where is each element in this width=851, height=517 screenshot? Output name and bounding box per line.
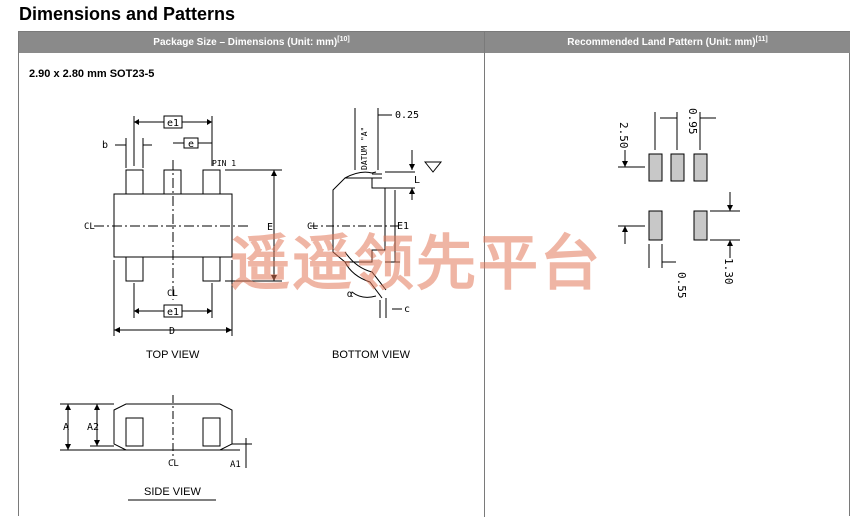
dim-label-cl-bottom: CL	[167, 289, 178, 299]
land-dim-095: 0.95	[686, 108, 699, 135]
land-dim-250: 2.50	[617, 122, 630, 149]
land-pad-1	[648, 153, 663, 182]
page-title: Dimensions and Patterns	[19, 4, 236, 24]
top-view-lead-3	[202, 169, 221, 195]
watermark: 遥遥领先平台	[230, 229, 602, 299]
dim-label-E1: E1	[397, 221, 409, 232]
package-size-header-text: Package Size – Dimensions (Unit: mm)	[153, 37, 338, 48]
dim-label-D: D	[169, 326, 175, 337]
bottom-view	[310, 108, 443, 318]
land-pattern-header-text: Recommended Land Pattern (Unit: mm)	[567, 37, 756, 48]
land-pad-5	[693, 210, 708, 241]
datum-label: DATUM "A"	[360, 127, 369, 170]
column-divider	[484, 32, 485, 517]
pin1-label: PIN 1	[212, 159, 236, 168]
top-view-lead-5	[202, 256, 221, 282]
land-pad-4	[648, 210, 663, 241]
land-dim-055: 0.55	[675, 272, 688, 299]
dimensions-table: Package Size – Dimensions (Unit: mm)[10]…	[18, 31, 850, 517]
dim-label-b: b	[102, 140, 108, 151]
land-pad-2	[670, 153, 685, 182]
top-view-lead-4	[125, 256, 144, 282]
dim-label-cl-bottom-view: CL	[307, 222, 318, 232]
dim-label-A1: A1	[230, 460, 241, 470]
package-name: 2.90 x 2.80 mm SOT23-5	[29, 68, 155, 80]
land-pad-3	[693, 153, 708, 182]
dim-label-A: A	[63, 422, 69, 433]
side-view-label: SIDE VIEW	[144, 486, 201, 498]
land-pattern-header: Recommended Land Pattern (Unit: mm)[11]	[485, 32, 850, 53]
top-view-lead-1	[125, 169, 144, 195]
dim-label-cl-left: CL	[84, 222, 95, 232]
dim-label-A2: A2	[87, 422, 99, 433]
dim-label-E: E	[267, 222, 273, 233]
package-size-header: Package Size – Dimensions (Unit: mm)[10]	[19, 32, 484, 53]
dim-label-c: c	[404, 304, 410, 315]
dim-label-e1-bottom: e1	[167, 307, 179, 318]
dim-label-e1: e1	[167, 118, 179, 129]
dim-label-cl-side: CL	[168, 459, 179, 469]
package-size-header-ref: [10]	[337, 36, 350, 43]
bottom-view-label: BOTTOM VIEW	[332, 349, 411, 361]
top-view	[94, 115, 282, 336]
dim-label-025: 0.25	[395, 110, 419, 121]
land-pattern	[618, 112, 740, 268]
top-view-label: TOP VIEW	[146, 349, 200, 361]
side-view	[60, 395, 252, 501]
land-pattern-header-ref: [11]	[755, 36, 768, 43]
bottom-view-body	[332, 177, 386, 263]
dim-label-L: L	[414, 175, 420, 186]
land-dim-130: 1.30	[722, 258, 735, 285]
dim-label-e: e	[188, 139, 194, 150]
dim-label-alpha: α	[347, 289, 353, 300]
